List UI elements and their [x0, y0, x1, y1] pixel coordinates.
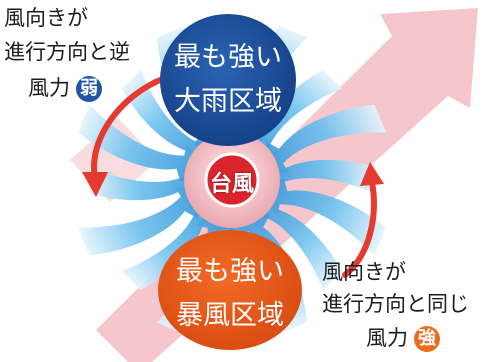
right-note-line2: 進行方向と同じ	[322, 292, 469, 316]
wind-arrow	[77, 104, 212, 182]
wind-arrow	[89, 166, 212, 201]
weak-badge: 弱	[76, 76, 102, 102]
right-note-strength: 風力強	[322, 324, 469, 352]
right-note: 風向きが 進行方向と同じ 風力強	[322, 258, 469, 352]
left-rotation-arrow	[82, 75, 168, 197]
right-note-line1: 風向きが	[322, 260, 406, 284]
left-note: 風向きが 進行方向と逆 風力弱	[4, 4, 130, 102]
wind-arrow	[121, 193, 216, 291]
heavy-rain-zone-label: 最も強い 大雨区域	[168, 38, 288, 122]
left-note-strength-label: 風力	[28, 76, 70, 100]
left-note-line1: 風向きが	[4, 6, 88, 30]
typhoon-eye	[204, 152, 260, 208]
strong-badge: 強	[414, 326, 440, 352]
wind-arrow	[77, 187, 210, 256]
strong-wind-zone-line1: 最も強い	[176, 256, 284, 287]
typhoon-center-label: 台風	[209, 172, 254, 197]
strong-wind-zone-line2: 暴風区域	[176, 300, 284, 331]
right-note-strength-label: 風力	[366, 326, 408, 350]
strong-wind-zone-circle	[158, 230, 302, 350]
right-rotation-arrow	[342, 162, 384, 278]
left-note-line2: 進行方向と逆	[4, 40, 130, 64]
wind-arrow	[252, 178, 387, 256]
wind-arrow	[248, 69, 343, 167]
wind-arrow	[121, 69, 219, 164]
heavy-rain-zone-circle	[160, 14, 296, 146]
wind-arrow	[252, 159, 375, 194]
strong-wind-zone-label: 最も強い 暴風区域	[170, 252, 290, 336]
left-note-strength: 風力弱	[4, 74, 130, 102]
heavy-rain-zone-line2: 大雨区域	[174, 86, 282, 117]
wind-arrow	[245, 196, 343, 291]
wind-arrow	[254, 104, 387, 173]
heavy-rain-zone-line1: 最も強い	[174, 42, 282, 73]
